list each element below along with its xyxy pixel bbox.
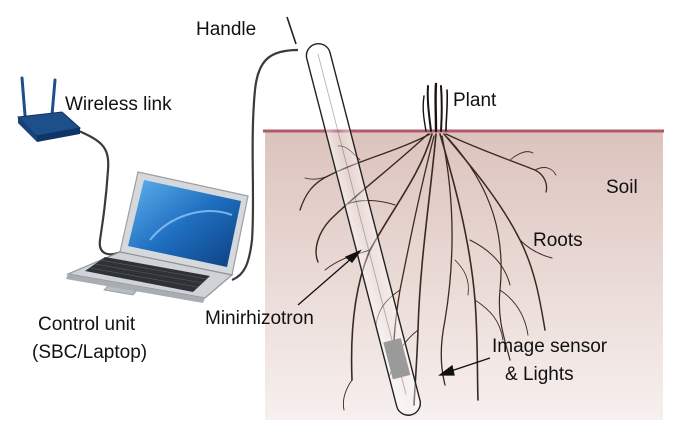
tube-cable: [231, 48, 299, 282]
minirhizotron-label: Minirhizotron: [205, 308, 314, 329]
sensor-arrow: [447, 357, 491, 373]
antenna-right: [50, 78, 57, 117]
soil-block: [263, 129, 664, 420]
laptop-screen: [128, 180, 241, 267]
antenna-left: [20, 76, 27, 117]
handle-shaft: [286, 16, 297, 45]
plant-stems: [422, 82, 449, 133]
arrows: [297, 249, 491, 376]
router-cable: [71, 126, 126, 256]
minirhizotron-tube: [305, 42, 422, 416]
control-unit-sublabel: (SBC/Laptop): [32, 342, 147, 363]
image-sensor-label: Image sensor: [492, 336, 608, 357]
lights-label: & Lights: [505, 364, 574, 385]
laptop-keyboard: [85, 257, 210, 292]
wireless-link-label: Wireless link: [65, 94, 172, 115]
minirhizotron-arrow: [297, 257, 353, 306]
wireless-router: [16, 76, 82, 142]
control-unit-label: Control unit: [38, 314, 136, 335]
laptop: [65, 171, 249, 303]
handle-label: Handle: [196, 19, 256, 40]
soil-label: Soil: [606, 177, 638, 198]
roots-label: Roots: [533, 230, 583, 251]
plant-label: Plant: [453, 90, 497, 111]
image-sensor-block: [383, 338, 411, 380]
